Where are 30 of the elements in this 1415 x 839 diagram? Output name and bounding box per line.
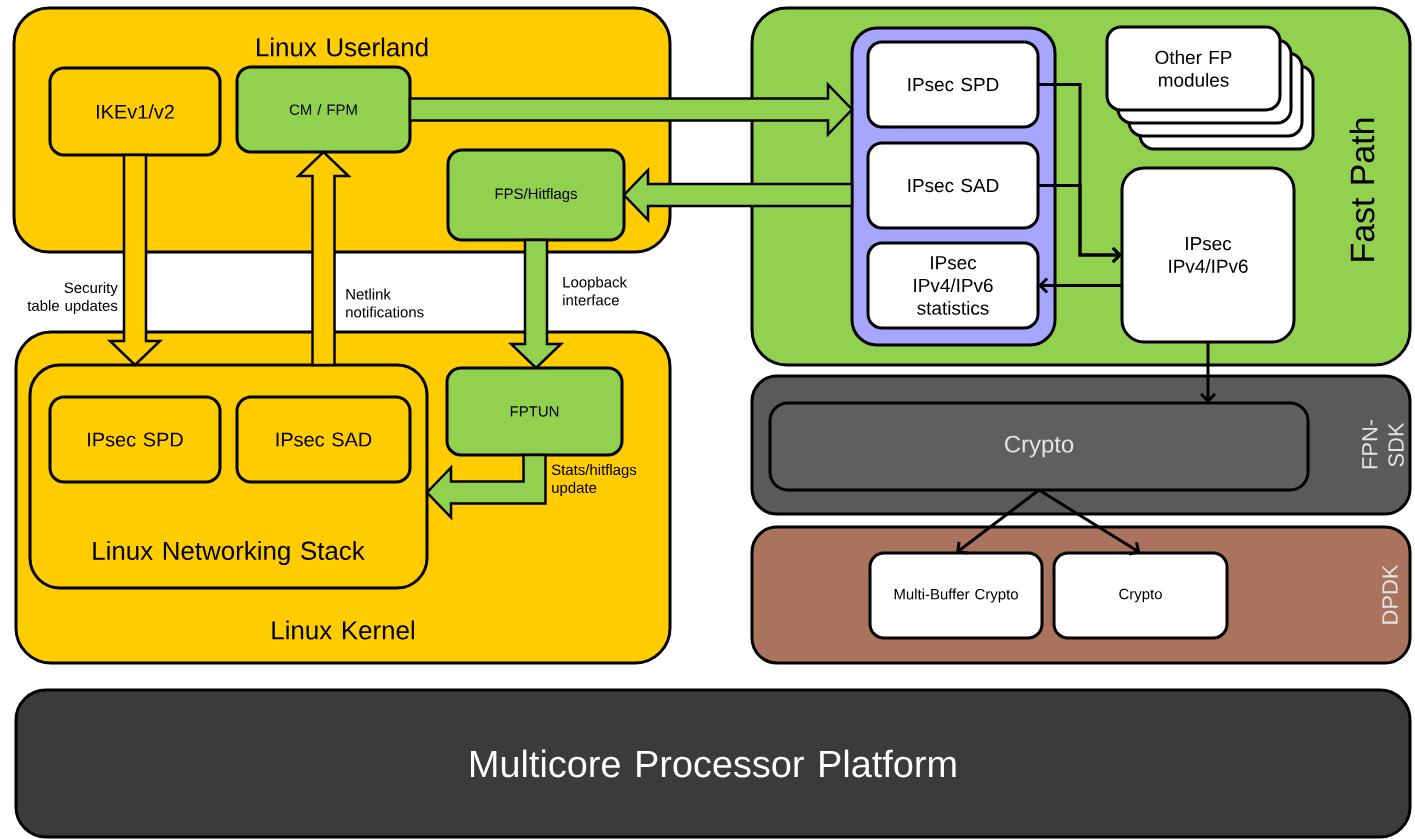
module-box: IPsec SAD xyxy=(866,141,1040,230)
block-arrow xyxy=(425,453,547,521)
module-box: Crypto xyxy=(1052,551,1229,640)
block-arrow xyxy=(106,153,164,367)
platform-bar: Multicore Processor Platform xyxy=(14,688,1412,839)
block-arrow xyxy=(408,81,854,138)
module-box: IPsec SAD xyxy=(235,395,412,484)
arrow xyxy=(1038,184,1122,264)
arrow xyxy=(1038,277,1122,294)
module-box: Crypto xyxy=(768,401,1310,492)
edge-label: Stats/hitflags update xyxy=(551,464,637,496)
module-box: FPTUN xyxy=(445,366,624,457)
edge-label: Loopback interface xyxy=(563,276,627,306)
edge-label: Netlink notifications xyxy=(346,288,424,318)
module-box: IPsec SPD xyxy=(48,395,222,484)
arrow xyxy=(1199,342,1217,403)
stacked-module-box: Other FP modules xyxy=(1105,25,1315,151)
block-arrow xyxy=(622,166,854,224)
block-arrow xyxy=(295,150,352,367)
module-box: IKEv1/v2 xyxy=(48,66,222,157)
module-box: IPsec SPD xyxy=(866,40,1040,129)
module-box: CM / FPM xyxy=(235,65,412,154)
arrow xyxy=(1038,488,1141,556)
module-box: IPsec IPv4/IPv6 statistics xyxy=(866,241,1040,330)
edge-label: Security table updates xyxy=(27,282,118,314)
arrow xyxy=(956,488,1040,555)
module-box: IPsec IPv4/IPv6 xyxy=(1120,166,1296,344)
module-box: FPS/Hitflags xyxy=(446,148,626,242)
block-arrow xyxy=(507,238,565,370)
module-box: Multi-Buffer Crypto xyxy=(868,551,1044,640)
